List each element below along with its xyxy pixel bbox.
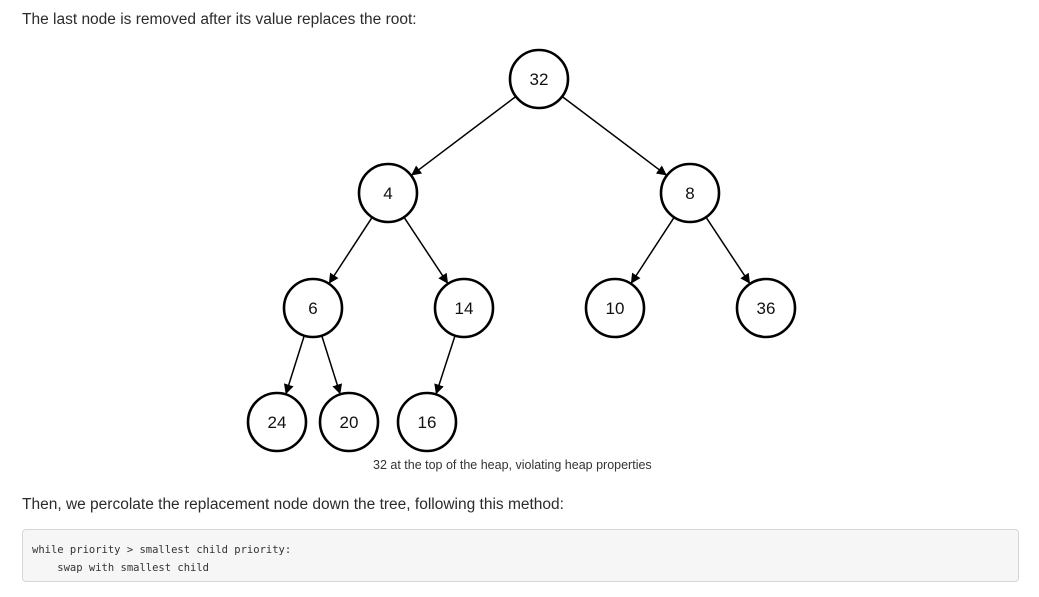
tree-node-label: 32 bbox=[530, 70, 549, 89]
tree-node-label: 24 bbox=[268, 413, 287, 432]
tree-node-circle bbox=[246, 391, 308, 453]
method-paragraph: Then, we percolate the replacement node … bbox=[22, 496, 564, 513]
tree-node-circle bbox=[584, 277, 646, 339]
tree-node-label: 6 bbox=[308, 299, 317, 318]
tree-edge-arrow bbox=[283, 335, 305, 395]
tree-node-24: 24 bbox=[246, 391, 308, 453]
tree-node-6: 6 bbox=[282, 277, 344, 339]
tree-edge-arrow bbox=[328, 216, 373, 284]
tree-node-label: 4 bbox=[383, 184, 392, 203]
tree-node-label: 10 bbox=[606, 299, 625, 318]
tree-node-label: 36 bbox=[757, 299, 776, 318]
tree-node-circle bbox=[433, 277, 495, 339]
tree-node-circle bbox=[357, 162, 419, 224]
tree-edge-arrow bbox=[561, 95, 667, 176]
tree-node-label: 8 bbox=[685, 184, 694, 203]
tree-node-circle bbox=[282, 277, 344, 339]
code-line: while priority > smallest child priority… bbox=[32, 544, 292, 556]
intro-paragraph: The last node is removed after its value… bbox=[22, 11, 417, 28]
diagram-caption: 32 at the top of the heap, violating hea… bbox=[373, 458, 652, 472]
tree-node-label: 16 bbox=[418, 413, 437, 432]
tree-node-circle bbox=[508, 48, 570, 110]
tree-edge-arrow bbox=[434, 335, 456, 395]
tree-nodes: 32 4 8 6 14 10 36 24 20 16 bbox=[246, 48, 797, 453]
tree-edge-arrow bbox=[403, 216, 449, 284]
tree-node-36: 36 bbox=[735, 277, 797, 339]
tree-node-20: 20 bbox=[318, 391, 380, 453]
code-line: swap with smallest child bbox=[32, 562, 210, 574]
tree-node-circle bbox=[735, 277, 797, 339]
tree-edges bbox=[283, 95, 751, 395]
tree-edge-arrow bbox=[630, 216, 675, 284]
code-block: while priority > smallest child priority… bbox=[22, 529, 1019, 582]
tree-node-10: 10 bbox=[584, 277, 646, 339]
tree-node-16: 16 bbox=[396, 391, 458, 453]
tree-node-label: 20 bbox=[340, 413, 359, 432]
tree-edge-arrow bbox=[411, 95, 517, 176]
tree-node-circle bbox=[396, 391, 458, 453]
tree-edge-arrow bbox=[705, 216, 751, 284]
tree-node-4: 4 bbox=[357, 162, 419, 224]
tree-node-32: 32 bbox=[508, 48, 570, 110]
tree-node-14: 14 bbox=[433, 277, 495, 339]
tree-edge-arrow bbox=[321, 335, 343, 395]
tree-node-8: 8 bbox=[659, 162, 721, 224]
tree-node-label: 14 bbox=[455, 299, 474, 318]
tree-node-circle bbox=[318, 391, 380, 453]
tree-node-circle bbox=[659, 162, 721, 224]
